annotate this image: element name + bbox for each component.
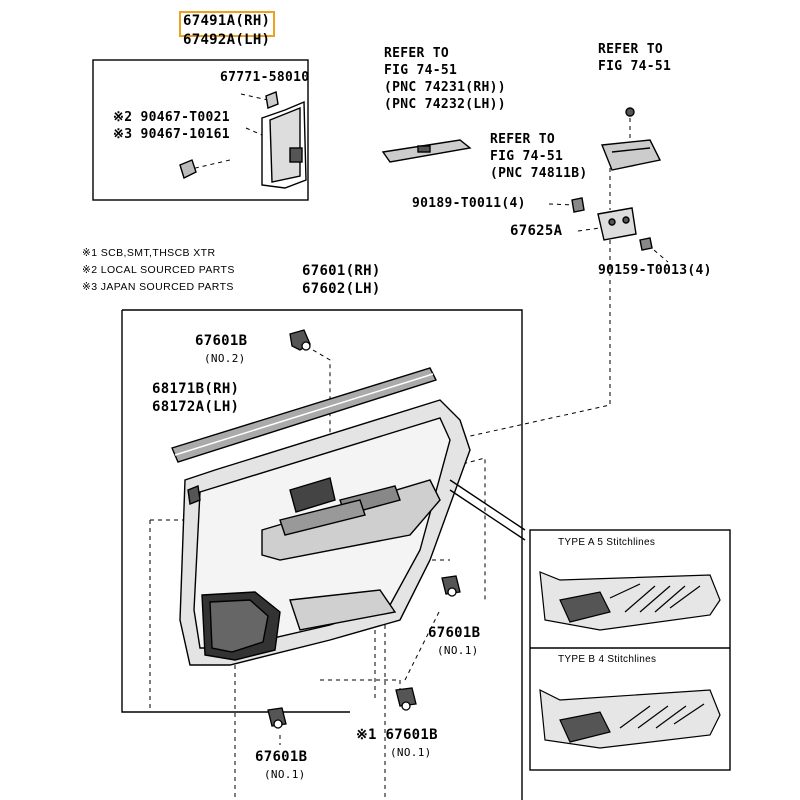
part-90467-t0021-label[interactable]: ※2 90467-T0021 xyxy=(113,110,230,125)
clip-67771 xyxy=(265,91,279,109)
part-68172a-label[interactable]: 68172A(LH) xyxy=(152,399,240,415)
note-3: ※3 JAPAN SOURCED PARTS xyxy=(82,281,234,293)
clip-no1-bottom-mid xyxy=(395,687,417,707)
part-67601-label[interactable]: 67601(RH) xyxy=(302,263,381,279)
refer-switch-line4[interactable]: (PNC 74232(LH)) xyxy=(384,97,506,112)
screw-90159 xyxy=(639,237,653,251)
refer-top-right-line2[interactable]: FIG 74-51 xyxy=(598,59,672,74)
note-1: ※1 SCB,SMT,THSCB XTR xyxy=(82,247,216,259)
part-67771-label[interactable]: 67771-58010 xyxy=(220,70,310,85)
screw-top xyxy=(625,107,635,117)
refer-switch-line1: REFER TO xyxy=(384,46,450,61)
highlight-box xyxy=(179,11,275,37)
clip-bottom-left-no: (NO.1) xyxy=(264,768,306,781)
clip-bottom-mid-code[interactable]: ※1 67601B xyxy=(356,727,438,743)
clip-top-no: (NO.2) xyxy=(204,352,246,365)
clip-bottom-mid-no: (NO.1) xyxy=(390,746,432,759)
refer-top-right-line1: REFER TO xyxy=(598,42,664,57)
part-67492a-label[interactable]: 67492A(LH) xyxy=(183,32,271,48)
inset-box-frame xyxy=(529,529,731,771)
top-box-frame xyxy=(92,59,309,201)
part-68171b-label[interactable]: 68171B(RH) xyxy=(152,381,240,397)
refer-pocket-line1: REFER TO xyxy=(490,132,556,147)
part-90159-label[interactable]: 90159-T0013(4) xyxy=(598,263,712,278)
pocket xyxy=(601,139,662,171)
refer-pocket-line3[interactable]: (PNC 74811B) xyxy=(490,166,588,181)
clip-right-code[interactable]: 67601B xyxy=(428,625,481,641)
part-90189-label[interactable]: 90189-T0011(4) xyxy=(412,196,526,211)
inset-type-a-label: TYPE A 5 Stitchlines xyxy=(558,537,656,548)
refer-switch-line2[interactable]: FIG 74-51 xyxy=(384,63,458,78)
inset-type-b-label: TYPE B 4 Stitchlines xyxy=(558,654,657,665)
note-2: ※2 LOCAL SOURCED PARTS xyxy=(82,264,235,276)
part-67625a-label[interactable]: 67625A xyxy=(510,223,563,239)
part-90467-10161-label[interactable]: ※3 90467-10161 xyxy=(113,127,230,142)
clip-top-code[interactable]: 67601B xyxy=(195,333,248,349)
retainer-90467 xyxy=(179,159,197,179)
refer-pocket-line2[interactable]: FIG 74-51 xyxy=(490,149,564,164)
part-67491a-label[interactable]: 67491A(RH) xyxy=(183,13,271,29)
clip-right-no: (NO.1) xyxy=(437,644,479,657)
clip-bottom-left-code[interactable]: 67601B xyxy=(255,749,308,765)
screw-90189 xyxy=(571,197,585,213)
refer-switch-line3[interactable]: (PNC 74231(RH)) xyxy=(384,80,506,95)
part-67602-label[interactable]: 67602(LH) xyxy=(302,281,381,297)
bracket-67625a xyxy=(597,207,637,241)
